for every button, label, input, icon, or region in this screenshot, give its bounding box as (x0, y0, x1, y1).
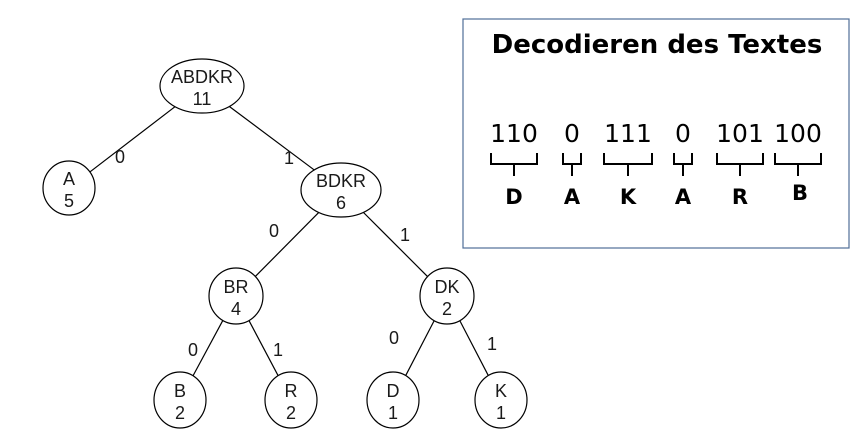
edge-label-root-A: 0 (115, 147, 125, 167)
node-weight: 1 (496, 403, 506, 423)
edge-label-BR-B: 0 (188, 340, 198, 360)
brace-icon (673, 153, 693, 176)
node-weight: 5 (64, 191, 74, 211)
node-ellipse (366, 371, 420, 429)
node-ellipse (264, 371, 318, 429)
code-group-4: 0A (673, 119, 693, 209)
node-label: B (174, 381, 186, 401)
node-label: BR (223, 277, 248, 297)
node-B: B2 (153, 371, 207, 429)
node-label: A (63, 169, 75, 189)
node-BR: BR4 (208, 267, 264, 325)
node-D: D1 (366, 371, 420, 429)
tree-edges: 0 1 0 1 0 1 0 1 (89, 105, 497, 377)
node-DK: DK2 (419, 267, 475, 325)
edge-BDKR-DK (362, 211, 428, 277)
edge-label-BR-R: 1 (273, 340, 283, 360)
node-ellipse (42, 160, 96, 216)
code-bits: 110 (490, 119, 538, 148)
edge-BDKR-BR (254, 212, 320, 277)
brace-icon (490, 153, 538, 176)
brace-icon (716, 153, 764, 176)
edge-label-root-BDKR: 1 (284, 148, 294, 168)
node-weight: 2 (442, 299, 452, 319)
decoded-letter: D (505, 185, 522, 209)
edge-label-BDKR-BR: 0 (269, 221, 279, 241)
code-bits: 0 (675, 119, 691, 148)
node-R: R2 (264, 371, 318, 429)
node-label: ABDKR (171, 67, 233, 87)
decoded-letter: K (620, 185, 637, 209)
edge-label-DK-K: 1 (487, 334, 497, 354)
node-weight: 2 (286, 403, 296, 423)
code-bits: 101 (716, 119, 764, 148)
code-bits: 111 (604, 119, 652, 148)
edge-root-BDKR (229, 105, 315, 171)
node-ellipse (153, 371, 207, 429)
node-weight: 4 (231, 299, 241, 319)
node-label: DK (434, 277, 459, 297)
decode-panel: Decodieren des Textes 110D0A111K0A101R10… (462, 18, 850, 249)
node-ellipse (159, 58, 245, 114)
edge-DK-K (459, 320, 489, 376)
code-bits: 0 (564, 119, 580, 148)
node-weight: 6 (336, 193, 346, 213)
edge-label-BDKR-DK: 1 (400, 225, 410, 245)
node-label: D (387, 381, 400, 401)
node-ellipse (300, 162, 382, 218)
node-label: R (285, 381, 298, 401)
decode-panel-title: Decodieren des Textes (492, 30, 823, 60)
node-ellipse (208, 267, 264, 325)
node-weight: 1 (388, 403, 398, 423)
brace-icon (603, 153, 653, 176)
brace-icon (774, 153, 822, 176)
decode-panel-border (462, 18, 850, 249)
brace-icon (562, 153, 582, 176)
decoded-letter: A (675, 185, 692, 209)
node-label: K (495, 381, 507, 401)
code-group-2: 0A (562, 119, 582, 209)
edge-DK-D (405, 320, 435, 376)
edge-root-A (89, 106, 176, 173)
node-weight: 11 (193, 89, 212, 109)
node-A: A5 (42, 160, 96, 216)
code-bits: 100 (774, 119, 822, 148)
edge-label-DK-D: 0 (389, 328, 399, 348)
edge-BR-B (192, 320, 224, 377)
node-K: K1 (474, 371, 528, 429)
node-weight: 2 (175, 403, 185, 423)
node-label: BDKR (316, 171, 366, 191)
decoded-letter: B (792, 181, 808, 205)
node-ellipse (474, 371, 528, 429)
node-ellipse (419, 267, 475, 325)
edge-BR-R (248, 320, 279, 376)
decoded-letter: A (564, 185, 581, 209)
decoded-letter: R (732, 185, 748, 209)
